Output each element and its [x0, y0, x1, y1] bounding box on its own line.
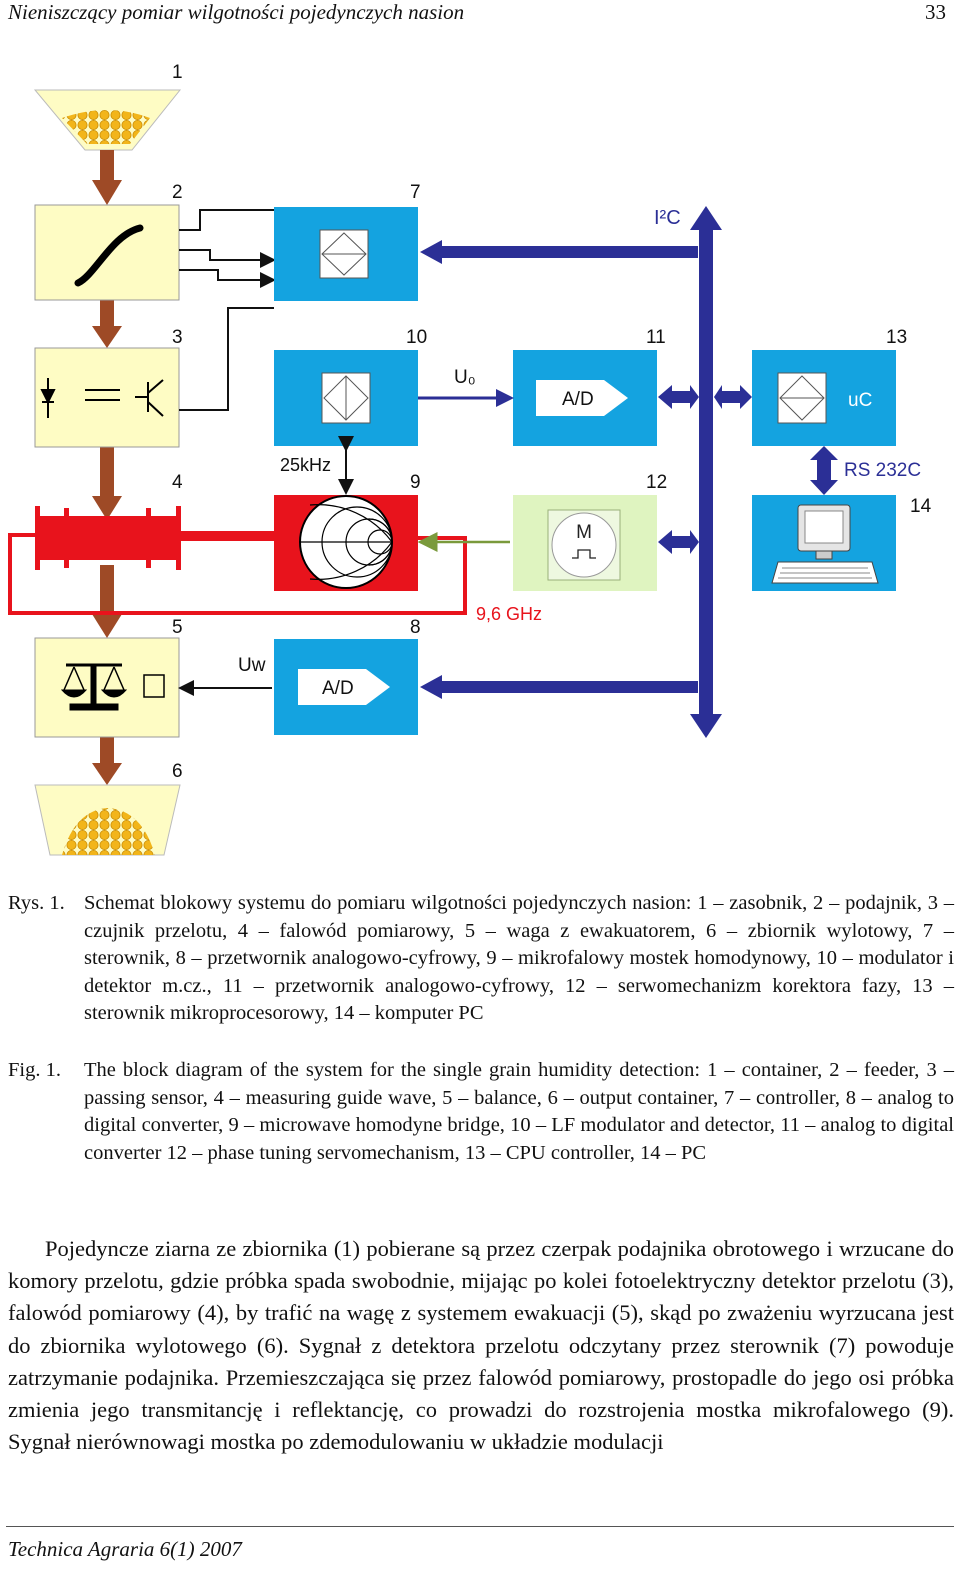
- controller-icon: [319, 229, 369, 279]
- caption-text: Schemat blokowy systemu do pomiaru wilgo…: [84, 892, 954, 1025]
- rs232-label: RS 232C: [844, 460, 921, 481]
- svg-text:13: 13: [886, 327, 907, 348]
- svg-text:11: 11: [646, 327, 666, 348]
- bus-connections: [420, 240, 838, 699]
- smith-chart-icon: [299, 495, 393, 589]
- svg-text:6: 6: [172, 761, 183, 782]
- hopper-block-1: [33, 89, 182, 151]
- caption-lead: Fig. 1.: [8, 1059, 61, 1081]
- bus-label: I²C: [654, 207, 681, 229]
- computer-icon: [771, 504, 879, 584]
- svg-text:3: 3: [172, 327, 183, 348]
- ad-converter-icon: [298, 669, 390, 705]
- svg-text:5: 5: [172, 617, 183, 638]
- svg-text:1: 1: [172, 62, 183, 83]
- svg-text:M: M: [576, 522, 592, 543]
- running-header: Nieniszczący pomiar wilgotności pojedync…: [8, 0, 465, 24]
- svg-text:2: 2: [172, 182, 183, 203]
- ad-label: A/D: [562, 389, 594, 410]
- svg-text:9: 9: [410, 472, 421, 493]
- ad-converter-icon: [536, 380, 628, 416]
- svg-text:4: 4: [172, 472, 183, 493]
- cpu-icon: [777, 372, 827, 424]
- feeder-icon: [74, 224, 144, 287]
- caption-lead: Rys. 1.: [8, 892, 65, 914]
- freq-lf-label: 25kHz: [280, 455, 331, 475]
- waveguide-4: [8, 506, 467, 615]
- u0-label: U₀: [454, 367, 476, 388]
- sensor-block-3: [34, 347, 180, 448]
- freq-mw-label: 9,6 GHz: [476, 604, 542, 624]
- caption-english: Fig. 1. The block diagram of the system …: [8, 1057, 954, 1167]
- modulator-icon: [321, 372, 371, 424]
- svg-text:12: 12: [646, 472, 667, 493]
- i2c-bus: [690, 206, 722, 738]
- uc-label: uC: [848, 390, 872, 411]
- feed-arrows: [92, 150, 122, 785]
- motor-icon: M: [547, 509, 621, 581]
- caption-polish: Rys. 1. Schemat blokowy systemu do pomia…: [8, 890, 954, 1028]
- output-container-6: [34, 784, 181, 856]
- block-diagram: M 1 2 3 4 5 6 7 8 9 10: [8, 62, 932, 856]
- svg-text:7: 7: [410, 182, 421, 203]
- body-paragraph: Pojedyncze ziarna ze zbiornika (1) pobie…: [8, 1236, 954, 1455]
- svg-text:10: 10: [406, 327, 427, 348]
- page-number: 33: [925, 0, 946, 24]
- footer-rule: [6, 1526, 954, 1527]
- balance-block-5: [34, 637, 180, 738]
- block-number-labels: 1 2 3 4 5 6 7 8 9 10 11 12 13 14: [172, 62, 932, 782]
- optocoupler-icon: [40, 378, 164, 418]
- svg-text:8: 8: [410, 617, 421, 638]
- svg-text:14: 14: [910, 496, 932, 517]
- ad-label: A/D: [322, 678, 354, 699]
- balance-icon: [60, 663, 165, 711]
- uw-label: Uw: [238, 655, 266, 676]
- footer-journal: Technica Agraria 6(1) 2007: [8, 1537, 242, 1561]
- sensor-signal-lines: [179, 209, 276, 411]
- caption-text: The block diagram of the system for the …: [84, 1059, 954, 1164]
